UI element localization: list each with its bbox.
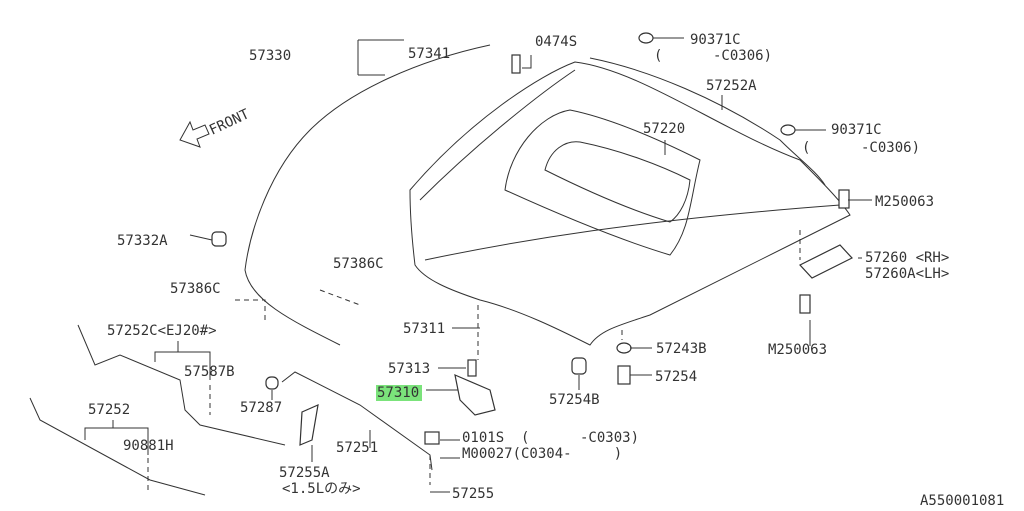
callout-57587B[interactable]: 57587B	[184, 364, 235, 380]
callout-57310[interactable]: 57310	[377, 385, 419, 401]
bolt-M250063	[838, 189, 850, 209]
callout-57243B[interactable]: 57243B	[656, 341, 707, 357]
washer-57243B	[616, 342, 632, 354]
callout-M00027[interactable]: M00027(C0304- )	[462, 446, 622, 462]
hood-scoop	[504, 109, 701, 256]
callout-57386C[interactable]: 57386C	[333, 256, 384, 272]
support-rod-57251	[281, 371, 433, 471]
bolt-57313	[467, 359, 477, 377]
callout-90881H[interactable]: 90881H	[123, 438, 174, 454]
callout-57255A[interactable]: 57255A	[279, 465, 330, 481]
cushion-57287	[265, 376, 279, 390]
front-arrow-icon	[179, 120, 210, 148]
callout-57254B[interactable]: 57254B	[549, 392, 600, 408]
callout-90371C-2[interactable]: 90371C	[831, 122, 882, 138]
bolt-M250063-2	[799, 294, 811, 314]
callout-57260A[interactable]: 57260A<LH>	[865, 266, 949, 282]
callout-57341[interactable]: 57341	[408, 46, 450, 62]
callout-57255A-note: <1.5Lのみ>	[282, 481, 361, 497]
callout-M250063-2[interactable]: M250063	[768, 342, 827, 358]
callout-90371C-range: ( -C0306)	[654, 48, 772, 64]
hood-panel[interactable]	[409, 61, 851, 346]
callout-57313[interactable]: 57313	[388, 361, 430, 377]
figure-code: A550001081	[920, 493, 1004, 509]
clip-90371C-2	[780, 124, 796, 136]
bracket-57260	[799, 244, 853, 279]
buffer-57254	[617, 365, 631, 385]
buffer-57254B	[571, 357, 587, 375]
seal-57252	[29, 397, 206, 496]
callout-57287[interactable]: 57287	[240, 400, 282, 416]
hood-release-cable	[244, 44, 491, 346]
callout-57252C[interactable]: 57252C<EJ20#>	[107, 323, 217, 339]
holder-57255A	[299, 404, 319, 446]
callout-90371C-2-range: ( -C0306)	[802, 140, 920, 156]
callout-57311[interactable]: 57311	[403, 321, 445, 337]
grommet-57332A	[211, 231, 227, 247]
callout-57255[interactable]: 57255	[452, 486, 494, 502]
bolt-0474S	[511, 54, 521, 74]
callout-57254[interactable]: 57254	[655, 369, 697, 385]
clip-90371C	[638, 32, 654, 44]
callout-57251[interactable]: 57251	[336, 440, 378, 456]
weatherstrip-57252A	[589, 57, 826, 186]
callout-57220[interactable]: 57220	[643, 121, 685, 137]
bolt-0101S	[424, 431, 440, 445]
callout-90371C[interactable]: 90371C	[690, 32, 741, 48]
callout-0101S[interactable]: 0101S ( -C0303)	[462, 430, 639, 446]
highlight-57310	[376, 385, 422, 401]
hood-latch-57310[interactable]	[454, 373, 496, 416]
callout-57330[interactable]: 57330	[249, 48, 291, 64]
callout-57252A[interactable]: 57252A	[706, 78, 757, 94]
callout-57386C-2[interactable]: 57386C	[170, 281, 221, 297]
callout-0474S[interactable]: 0474S	[535, 34, 577, 50]
seal-57252C	[77, 324, 286, 446]
callout-57252[interactable]: 57252	[88, 402, 130, 418]
callout-57332A[interactable]: 57332A	[117, 233, 168, 249]
callout-M250063[interactable]: M250063	[875, 194, 934, 210]
front-direction-label: FRONT	[207, 106, 252, 139]
callout-57260[interactable]: 57260 <RH>	[865, 250, 949, 266]
